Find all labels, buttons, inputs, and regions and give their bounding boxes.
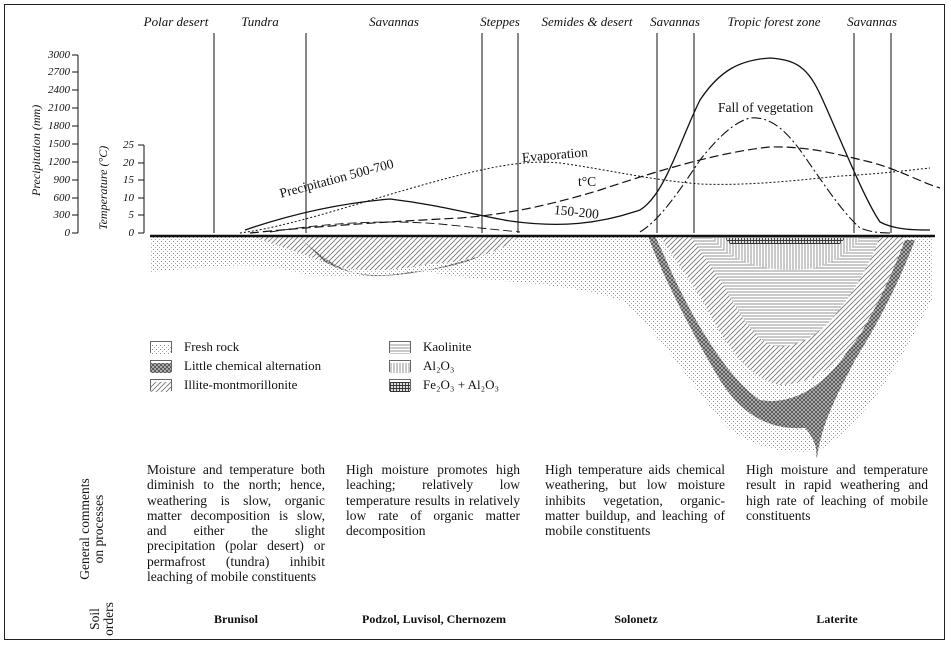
comment-polar: Moisture and temperature both diminish t… (147, 462, 325, 585)
climate-curves (239, 57, 941, 234)
temp-tick: 15 (123, 174, 134, 186)
illite-swatch (150, 379, 172, 392)
zone-label-savannas-middle: Savannas (650, 14, 700, 29)
zone-label-savannas-north: Savannas (369, 14, 419, 29)
temperature-label: t°C (578, 174, 597, 189)
al2o3-swatch (389, 360, 411, 373)
precip-tick: 2100 (48, 102, 70, 114)
temperature-axis (138, 144, 145, 234)
fresh-rock-swatch (150, 341, 172, 354)
legend-label: Fe₂O₃ + Al₂O₃ (423, 377, 500, 392)
ground-profile (150, 234, 935, 458)
soil-order-solonetz: Solonetz (614, 612, 658, 626)
precip-tick: 2400 (48, 84, 70, 96)
comment-semi-desert: High temperature aids chemical weatherin… (545, 462, 725, 539)
legend-fe2o3-al2o3: Fe₂O₃ + Al₂O₃ (389, 377, 499, 393)
precip-tick: 900 (53, 174, 71, 186)
little-alteration-south (648, 236, 915, 458)
soil-order-brunisol: Brunisol (213, 612, 259, 626)
precipitation-axis (72, 54, 79, 234)
minor-low-curve (269, 221, 521, 233)
legend-label: Al₂O₃ (423, 358, 455, 373)
legend-al2o3: Al₂O₃ (389, 358, 454, 374)
fall-of-vegetation-label: Fall of vegetation (718, 100, 814, 115)
precip-tick: 300 (53, 209, 71, 221)
temperature-curve (249, 146, 941, 234)
legend-label: Fresh rock (184, 339, 240, 354)
zone-label-semi-desert: Semides & desert (541, 14, 633, 29)
temp-tick: 5 (128, 209, 135, 221)
soil-order-podzol: Podzol, Luvisol, Chernozem (362, 612, 506, 626)
row-header-line: Soil (87, 608, 102, 630)
precip-tick: 0 (64, 227, 71, 239)
row-header-line: orders (101, 602, 116, 636)
temp-tick: 0 (128, 227, 135, 239)
illite-layer-north (250, 236, 520, 271)
precip-tick: 600 (53, 192, 71, 204)
al2o3-layer (712, 238, 860, 270)
precipitation-curve (244, 57, 931, 231)
precip-tick: 3000 (48, 49, 70, 61)
legend-label: Illite-montmorillonite (184, 377, 298, 392)
temp-tick: 20 (123, 157, 134, 169)
legend-little-chemical-alternation: Little chemical alternation (150, 358, 321, 374)
precip-tick: 1200 (48, 156, 70, 168)
precip-tick: 1500 (48, 138, 70, 150)
comment-tropical: High moisture and temperature result in … (746, 462, 928, 523)
legend-label: Kaolinite (423, 339, 472, 354)
comment-temperate: High moisture promotes high leaching; re… (346, 462, 520, 539)
fe2o3-al2o3-layer (725, 238, 845, 244)
kaolinite-layer (690, 236, 880, 347)
fe2o3-swatch (389, 379, 411, 392)
zone-label-polar-desert: Polar desert (143, 14, 209, 29)
zone-dividers (213, 33, 892, 233)
precip-tick: 2700 (48, 66, 70, 78)
kaolinite-swatch (389, 341, 411, 354)
legend-fresh-rock: Fresh rock (150, 339, 239, 355)
legend-illite-montmorillonite: Illite-montmorillonite (150, 377, 297, 393)
fall-of-vegetation-curve (639, 117, 891, 234)
zone-label-tundra: Tundra (241, 14, 279, 29)
precip-tick: 1800 (48, 120, 70, 132)
row-header-line: General comments (77, 478, 92, 580)
temp-tick: 10 (123, 192, 134, 204)
zone-label-savannas-south: Savannas (847, 14, 897, 29)
zone-label-steppes: Steppes (480, 14, 520, 29)
figure-frame (4, 4, 945, 640)
row-header-line: on processes (91, 494, 106, 564)
row-header-soil-orders: Soil orders (87, 596, 116, 642)
row-header-comments: General comments on processes (77, 458, 106, 600)
soil-order-laterite: Laterite (816, 612, 858, 626)
zone-label-tropic-forest: Tropic forest zone (727, 14, 821, 29)
temp-tick: 25 (123, 139, 134, 151)
legend-kaolinite: Kaolinite (389, 339, 471, 355)
little-alteration-swatch (150, 360, 172, 373)
legend-label: Little chemical alternation (184, 358, 322, 373)
